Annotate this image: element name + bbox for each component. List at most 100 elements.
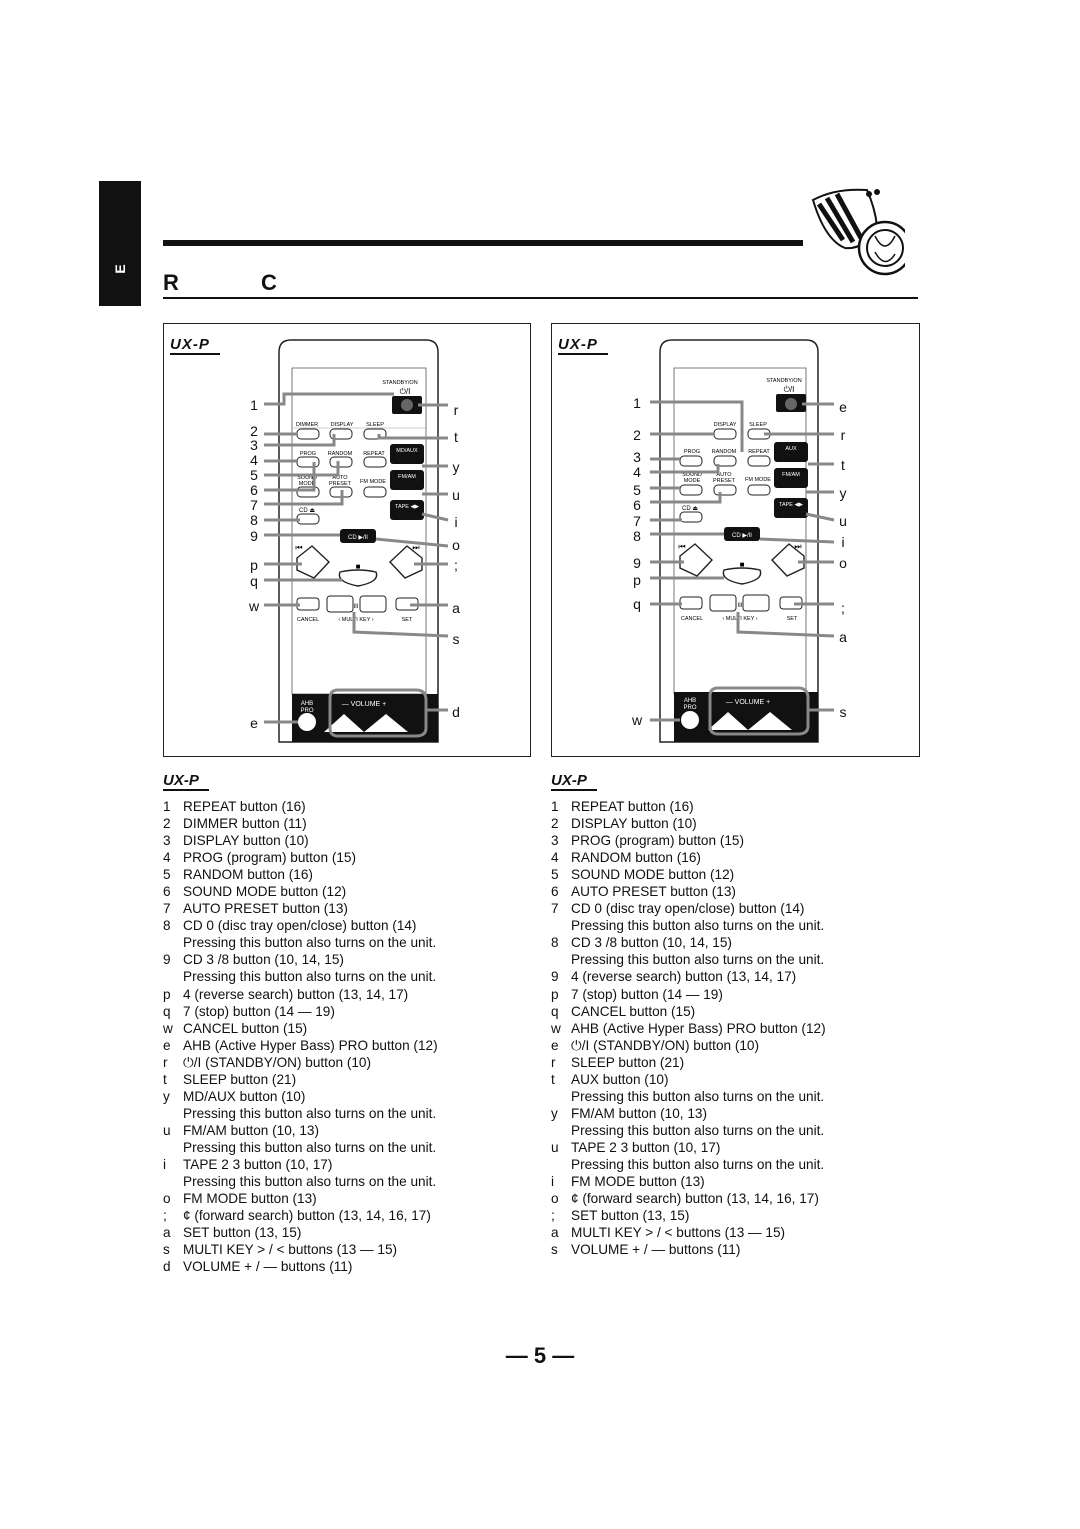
callout-w: w	[631, 712, 643, 728]
legend-text: TAPE 2 3 button (10, 17)	[571, 1139, 721, 1155]
legend-text: REPEAT button (16)	[571, 799, 694, 814]
model-tag: UX-P	[558, 336, 608, 355]
legend-key: ;	[163, 1208, 167, 1224]
svg-text:CD ▶/II: CD ▶/II	[732, 533, 752, 539]
legend-text: FM/AM button (10, 13)	[183, 1122, 319, 1138]
callout-s: s	[839, 704, 847, 720]
legend-note: Pressing this button also turns on the u…	[571, 1088, 825, 1104]
legend-text: ¢ (forward search) button (13, 14, 16, 1…	[571, 1191, 819, 1207]
svg-text:STANDBY/ON: STANDBY/ON	[766, 378, 801, 384]
svg-text:REPEAT: REPEAT	[363, 451, 385, 457]
legend-key: e	[551, 1037, 559, 1053]
legend-key: p	[551, 986, 559, 1002]
legend-text: FM MODE button (13)	[183, 1191, 317, 1207]
legend-text: AUX button (10)	[571, 1071, 669, 1087]
legend-text: SOUND MODE button (12)	[571, 867, 735, 883]
legend-text: CANCEL button (15)	[571, 1003, 696, 1019]
callout-q: q	[250, 573, 258, 589]
callout-y: y	[839, 485, 847, 501]
legend-text: FM/AM button (10, 13)	[571, 1105, 707, 1121]
legend-text: RANDOM button (16)	[183, 867, 313, 883]
svg-text:CANCEL: CANCEL	[297, 617, 319, 623]
legend-key: 2	[551, 816, 559, 832]
svg-text:DIMMER: DIMMER	[296, 422, 318, 428]
legend-key: 6	[163, 884, 171, 900]
svg-text:RANDOM: RANDOM	[712, 449, 737, 455]
legend-key: 8	[551, 935, 559, 951]
svg-text:PRO: PRO	[683, 705, 696, 711]
callout-i: i	[454, 514, 458, 530]
legend-key: 4	[551, 850, 559, 866]
legend-key: r	[551, 1054, 556, 1070]
svg-text:AUX: AUX	[785, 446, 797, 452]
svg-text:SOUND: SOUND	[682, 472, 702, 478]
section-rule	[163, 297, 918, 299]
legend-item: 2 DISPLAY button (10)	[551, 815, 826, 832]
callout-5: 5	[633, 482, 641, 498]
svg-text:PROG: PROG	[684, 449, 700, 455]
svg-text:AHB: AHB	[301, 701, 313, 707]
legend-key: y	[551, 1105, 558, 1121]
svg-text:⏭: ⏭	[412, 543, 419, 552]
svg-text:⏻/I: ⏻/I	[400, 387, 411, 396]
legend-key: 1	[551, 799, 559, 814]
callout-4: 4	[250, 452, 258, 468]
svg-text:TAPE ◀▶: TAPE ◀▶	[395, 504, 420, 510]
svg-text:SOUND: SOUND	[297, 475, 317, 481]
svg-text:‹ MULTI KEY ›: ‹ MULTI KEY ›	[338, 617, 373, 623]
svg-text:AUTO: AUTO	[716, 472, 732, 478]
legend-item: u TAPE 2 3 button (10, 17)Pressing this b…	[551, 1139, 826, 1173]
callout-semicolon: ;	[454, 557, 458, 573]
legend-text: SET button (13, 15)	[183, 1225, 302, 1241]
legend-text: SOUND MODE button (12)	[183, 884, 347, 900]
svg-text:PRESET: PRESET	[713, 478, 736, 484]
callout-o: o	[839, 555, 847, 571]
legend-text: ⏻/I (STANDBY/ON) button (10)	[571, 1037, 760, 1053]
svg-text:MODE: MODE	[299, 481, 316, 487]
legend-text: DISPLAY button (10)	[183, 833, 309, 849]
legend-item: ;SET button (13, 15)	[551, 1207, 826, 1224]
legend-key: 1	[163, 799, 171, 814]
legend-text: AHB (Active Hyper Bass) PRO button (12)	[183, 1037, 438, 1053]
callout-4: 4	[633, 464, 641, 480]
svg-text:SLEEP: SLEEP	[366, 422, 384, 428]
legend-key: i	[163, 1156, 167, 1172]
legend-key: 9	[163, 952, 171, 968]
callout-e: e	[250, 715, 258, 731]
callout-8: 8	[633, 528, 641, 544]
legend-text: CANCEL button (15)	[183, 1020, 308, 1036]
legend-key: q	[551, 1003, 559, 1019]
legend-key: 3	[551, 833, 559, 849]
legend-text: ⏻/I (STANDBY/ON) button (10)	[183, 1054, 372, 1070]
svg-text:FM MODE: FM MODE	[745, 477, 771, 483]
legend-text: DISPLAY button (10)	[571, 816, 697, 832]
callout-t: t	[841, 457, 845, 473]
svg-text:AUTO: AUTO	[332, 475, 348, 481]
legend-note: Pressing this button also turns on the u…	[183, 1174, 437, 1190]
callout-o: o	[452, 537, 460, 553]
legend-key: u	[551, 1139, 559, 1155]
legend-note: Pressing this button also turns on the u…	[571, 1156, 825, 1172]
legend-key: w	[551, 1020, 561, 1036]
svg-text:CD ⏏: CD ⏏	[299, 508, 315, 514]
callout-6: 6	[250, 482, 258, 498]
remote-diagram-right: UX-P STANDBY/ON ⏻/I DISPLAY SLEEP PROG R…	[551, 323, 920, 757]
legend-item: 1 REPEAT button (16)	[551, 798, 826, 815]
callout-i: i	[841, 534, 845, 550]
callout-6: 6	[633, 497, 641, 513]
legend-key: 7	[551, 901, 559, 917]
